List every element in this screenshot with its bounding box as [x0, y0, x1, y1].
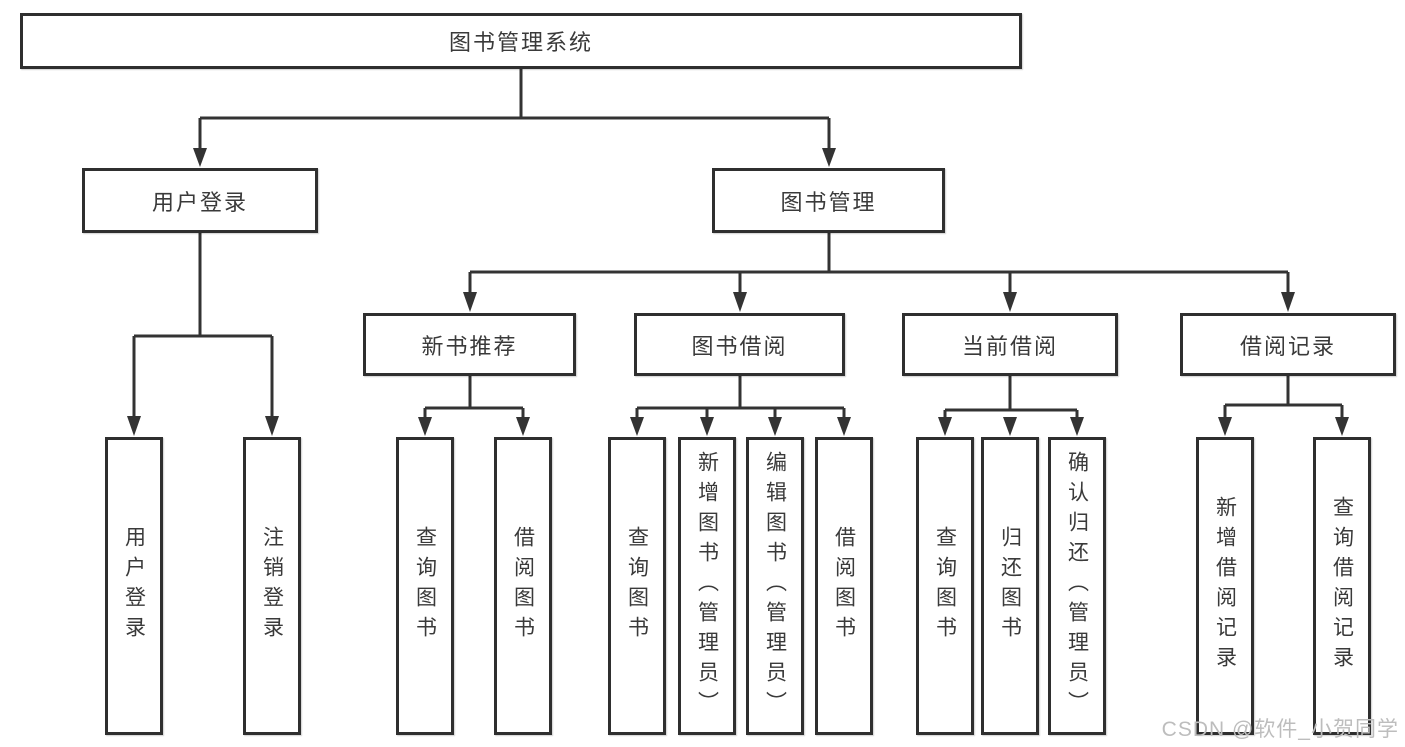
- leaf-label: 查询借阅记录: [1330, 496, 1354, 676]
- node-user-login: 用户登录: [82, 168, 318, 233]
- node-label: 当前借阅: [961, 333, 1058, 359]
- connector-book-borrowing-to-leaves: [630, 376, 851, 436]
- connector-new-book-to-leaves: [418, 376, 530, 436]
- leaf-edit-books-admin: 编辑图书（管理员）: [746, 437, 804, 735]
- leaf-user-login: 用户登录: [105, 437, 163, 735]
- connector-book-management-to-level3: [463, 232, 1295, 312]
- node-current-borrowing: 当前借阅: [902, 313, 1118, 376]
- leaf-label: 归还图书: [998, 526, 1022, 646]
- node-label: 借阅记录: [1239, 333, 1336, 359]
- leaf-label: 编辑图书（管理员）: [763, 451, 787, 721]
- leaf-borrow-books-borrowing: 借阅图书: [815, 437, 873, 735]
- leaf-query-books-current: 查询图书: [916, 437, 974, 735]
- leaf-label: 注销登录: [260, 526, 284, 646]
- leaf-label: 新增借阅记录: [1213, 496, 1237, 676]
- node-library-system: 图书管理系统: [20, 13, 1022, 69]
- node-label: 新书推荐: [421, 333, 518, 359]
- leaf-label: 新增图书（管理员）: [695, 451, 719, 721]
- leaf-label: 查询图书: [625, 526, 649, 646]
- leaf-query-borrow-record: 查询借阅记录: [1313, 437, 1371, 735]
- node-label: 图书借阅: [691, 333, 788, 359]
- leaf-add-books-admin: 新增图书（管理员）: [678, 437, 736, 735]
- leaf-return-books: 归还图书: [981, 437, 1039, 735]
- leaf-query-books-borrowing: 查询图书: [608, 437, 666, 735]
- leaf-logout: 注销登录: [243, 437, 301, 735]
- connector-current-borrowing-to-leaves: [938, 376, 1084, 436]
- leaf-add-borrow-record: 新增借阅记录: [1196, 437, 1254, 735]
- node-label: 图书管理: [780, 189, 877, 215]
- connector-user-login-to-leaves: [127, 233, 279, 436]
- leaf-label: 确认归还（管理员）: [1065, 451, 1089, 721]
- leaf-label: 借阅图书: [511, 526, 535, 646]
- leaf-label: 查询图书: [413, 526, 437, 646]
- node-new-book-recommend: 新书推荐: [363, 313, 576, 376]
- connector-root-to-level2: [193, 69, 836, 167]
- leaf-borrow-books-recommend: 借阅图书: [494, 437, 552, 735]
- node-borrowing-records: 借阅记录: [1180, 313, 1396, 376]
- connector-borrowing-records-to-leaves: [1218, 376, 1349, 436]
- node-book-borrowing: 图书借阅: [634, 313, 845, 376]
- node-label: 图书管理系统: [448, 30, 593, 55]
- leaf-label: 用户登录: [122, 526, 146, 646]
- node-book-management: 图书管理: [712, 168, 945, 233]
- leaf-label: 借阅图书: [832, 526, 856, 646]
- leaf-label: 查询图书: [933, 526, 957, 646]
- leaf-query-books-recommend: 查询图书: [396, 437, 454, 735]
- node-label: 用户登录: [151, 189, 248, 215]
- leaf-confirm-return-admin: 确认归还（管理员）: [1048, 437, 1106, 735]
- csdn-watermark: CSDN @软件_小贺同学: [1161, 718, 1399, 741]
